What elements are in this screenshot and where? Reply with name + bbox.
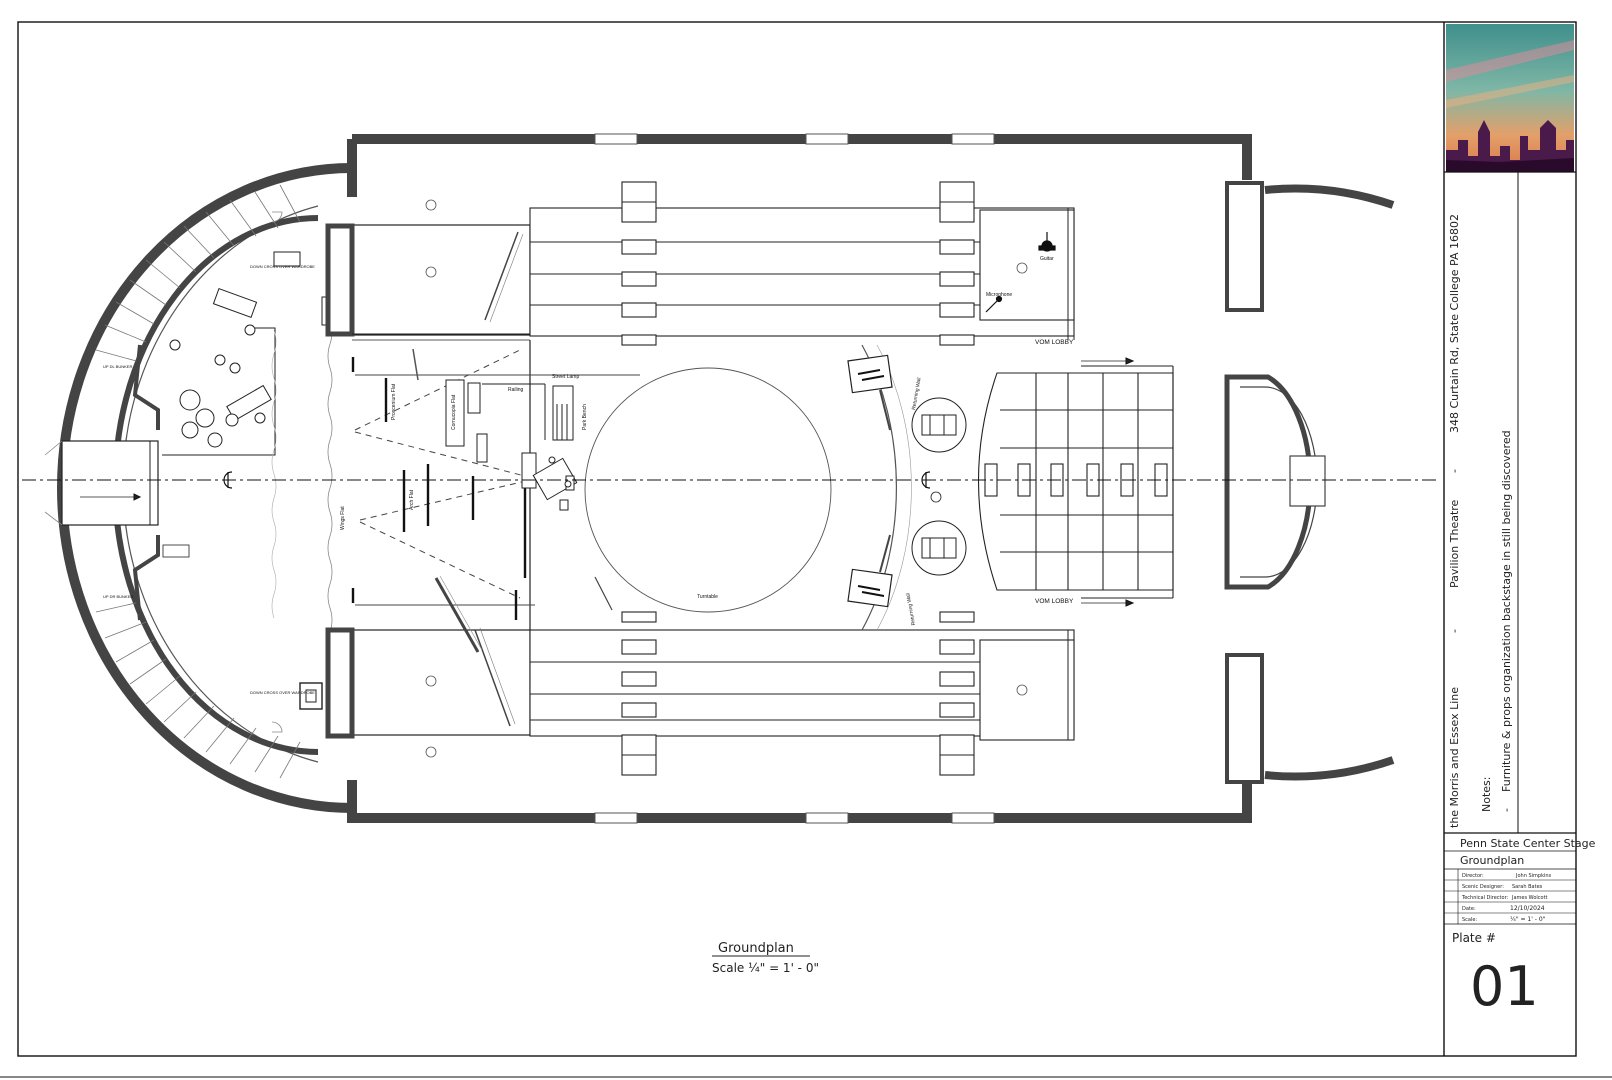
date-value: 12/10/2024 bbox=[1510, 905, 1545, 912]
upper-wing-room bbox=[351, 224, 531, 336]
date-label: Date: bbox=[1462, 906, 1476, 912]
cross-over-bottom-label: DOWN CROSS OVER WARDROBE bbox=[250, 690, 315, 695]
park-bench-label: Park Bench bbox=[582, 404, 588, 430]
sheet-title: Groundplan bbox=[1460, 854, 1524, 867]
sheet-border bbox=[17, 21, 1577, 1057]
turntable-label: Turntable bbox=[697, 594, 718, 600]
cross-over-top-label: DOWN CROSS OVER WARDROBE bbox=[250, 264, 315, 269]
info-rows: Director: John Simpkins Scenic Designer:… bbox=[1444, 869, 1576, 925]
returning-wall-bottom-label: Returning Wall bbox=[905, 593, 917, 626]
cornucopia-flat-label: Cornucopia Flat bbox=[451, 394, 457, 430]
guitar-icon bbox=[1038, 232, 1056, 252]
elevation-markers bbox=[425, 199, 1028, 758]
scale-value: ¼" = 1' - 0" bbox=[1510, 916, 1546, 923]
svg-text:-: - bbox=[1500, 808, 1513, 812]
svg-text:-: - bbox=[1448, 469, 1461, 473]
returning-wall-bottom bbox=[847, 534, 893, 608]
guitar-label: Guitar bbox=[1040, 256, 1054, 262]
lower-wing-room bbox=[351, 629, 531, 736]
title-block: the Morris and Essex Line - Pavilion The… bbox=[1444, 24, 1596, 1018]
notes-section: Notes: bbox=[1480, 777, 1493, 812]
designer-value: Sarah Bates bbox=[1512, 884, 1543, 890]
returning-wall-top bbox=[847, 354, 893, 431]
round-table-top bbox=[911, 397, 967, 453]
audience-seating-upper bbox=[529, 181, 1075, 346]
vom-lobby-bottom-label: VOM LOBBY bbox=[1035, 598, 1074, 605]
center-line-symbol bbox=[223, 471, 931, 489]
turntable bbox=[584, 367, 832, 613]
director-label: Director: bbox=[1462, 873, 1484, 879]
dl-bunker-wall bbox=[132, 344, 160, 430]
skyline-artwork bbox=[1446, 24, 1574, 172]
railing-label: Railing bbox=[508, 387, 524, 393]
vertical-show-info: the Morris and Essex Line - Pavilion The… bbox=[1448, 214, 1461, 828]
downstage-seating bbox=[977, 365, 1174, 599]
td-label: Technical Director: bbox=[1461, 895, 1509, 901]
notes-label: Notes: bbox=[1480, 777, 1493, 812]
stairs-upper bbox=[95, 184, 301, 363]
stairs-lower bbox=[95, 601, 301, 779]
td-value: James Wolcott bbox=[1511, 895, 1548, 901]
back-entrance bbox=[61, 440, 159, 526]
scale-label: Scale: bbox=[1462, 917, 1477, 923]
microphone-icon bbox=[985, 295, 1003, 313]
right-wall bbox=[1224, 168, 1395, 790]
plan-labels: VOM LOBBY VOM LOBBY DOWN CROSS OVER WARD… bbox=[103, 256, 1074, 695]
proscenium-flat-label: Proscenium Flat bbox=[391, 383, 397, 420]
windows-top bbox=[594, 133, 995, 824]
wings-flat-label: Wings Flat bbox=[340, 506, 346, 530]
arch-flat-label: Arch Flat bbox=[409, 489, 415, 510]
show-title: the Morris and Essex Line bbox=[1448, 687, 1461, 828]
company-name: Penn State Center Stage bbox=[1460, 837, 1596, 850]
dl-bunker-label: UP DL BUNKER bbox=[103, 364, 132, 369]
theatre-plan bbox=[22, 133, 1440, 824]
dr-bunker-wall bbox=[132, 535, 160, 621]
drawing-caption: Groundplan Scale ¼" = 1' - 0" bbox=[712, 941, 819, 975]
microphone-label: Microphone bbox=[986, 292, 1012, 298]
caption-scale: Scale ¼" = 1' - 0" bbox=[712, 961, 819, 975]
note-1: Furniture & props organization backstage… bbox=[1500, 430, 1513, 792]
plate-number: 01 bbox=[1470, 955, 1539, 1018]
audience-seating-lower bbox=[529, 611, 1075, 776]
street-furniture bbox=[445, 379, 578, 511]
sight-lines bbox=[354, 349, 541, 599]
venue-name: Pavilion Theatre bbox=[1448, 499, 1461, 588]
designer-label: Scenic Designer: bbox=[1462, 884, 1504, 890]
svg-text:-: - bbox=[1448, 629, 1461, 633]
director-value: John Simpkins bbox=[1515, 873, 1552, 879]
returning-wall-top-label: Returning Wall bbox=[911, 377, 923, 410]
vom-lobby-top-label: VOM LOBBY bbox=[1035, 339, 1074, 346]
round-table-bottom bbox=[911, 520, 967, 576]
dr-bunker-label: UP DR BUNKER bbox=[103, 594, 133, 599]
upstage-curtain bbox=[327, 319, 333, 633]
plate-label: Plate # bbox=[1452, 931, 1496, 945]
street-lamp-label: Street Lamp bbox=[552, 374, 579, 380]
venue-address: 348 Curtain Rd, State College PA 16802 bbox=[1448, 214, 1461, 433]
caption-title: Groundplan bbox=[718, 941, 794, 956]
backstage-furniture bbox=[162, 288, 276, 456]
